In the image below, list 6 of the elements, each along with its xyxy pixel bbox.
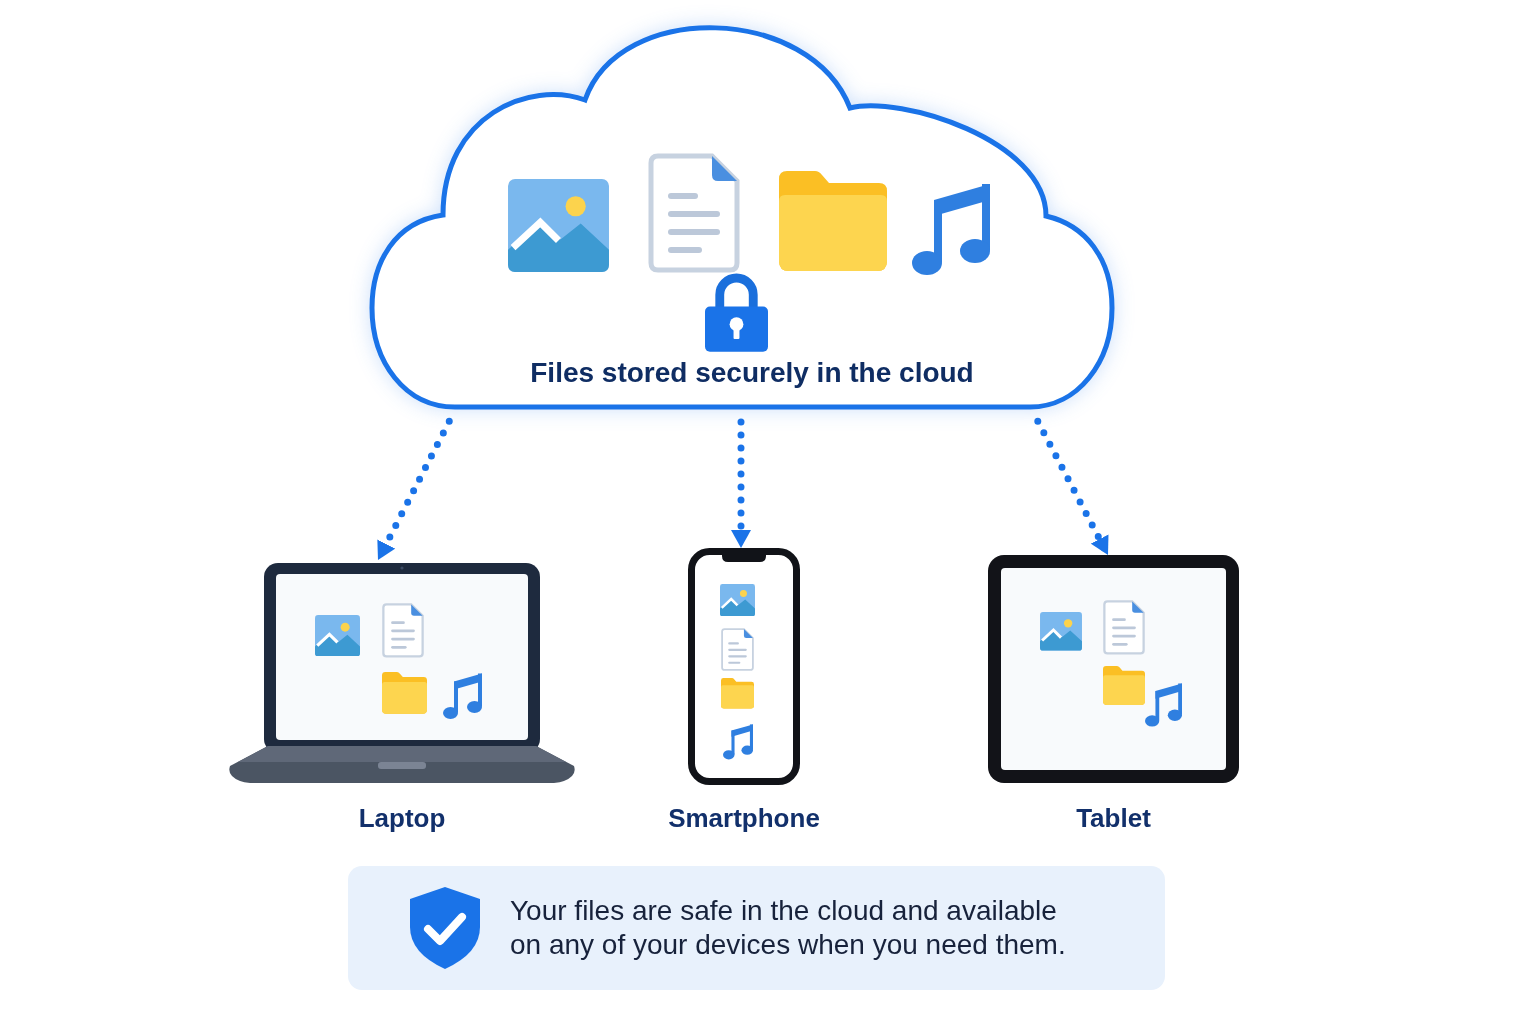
device-label: Smartphone xyxy=(668,802,820,835)
device-label: Laptop xyxy=(358,802,446,835)
device-label: Tablet xyxy=(1076,802,1151,835)
info-panel xyxy=(348,866,1165,990)
info-text: Your files are safe in the cloud and available on any of your devices when you need them. xyxy=(510,894,1067,962)
cloud-caption: Files stored securely in the cloud xyxy=(530,356,974,390)
